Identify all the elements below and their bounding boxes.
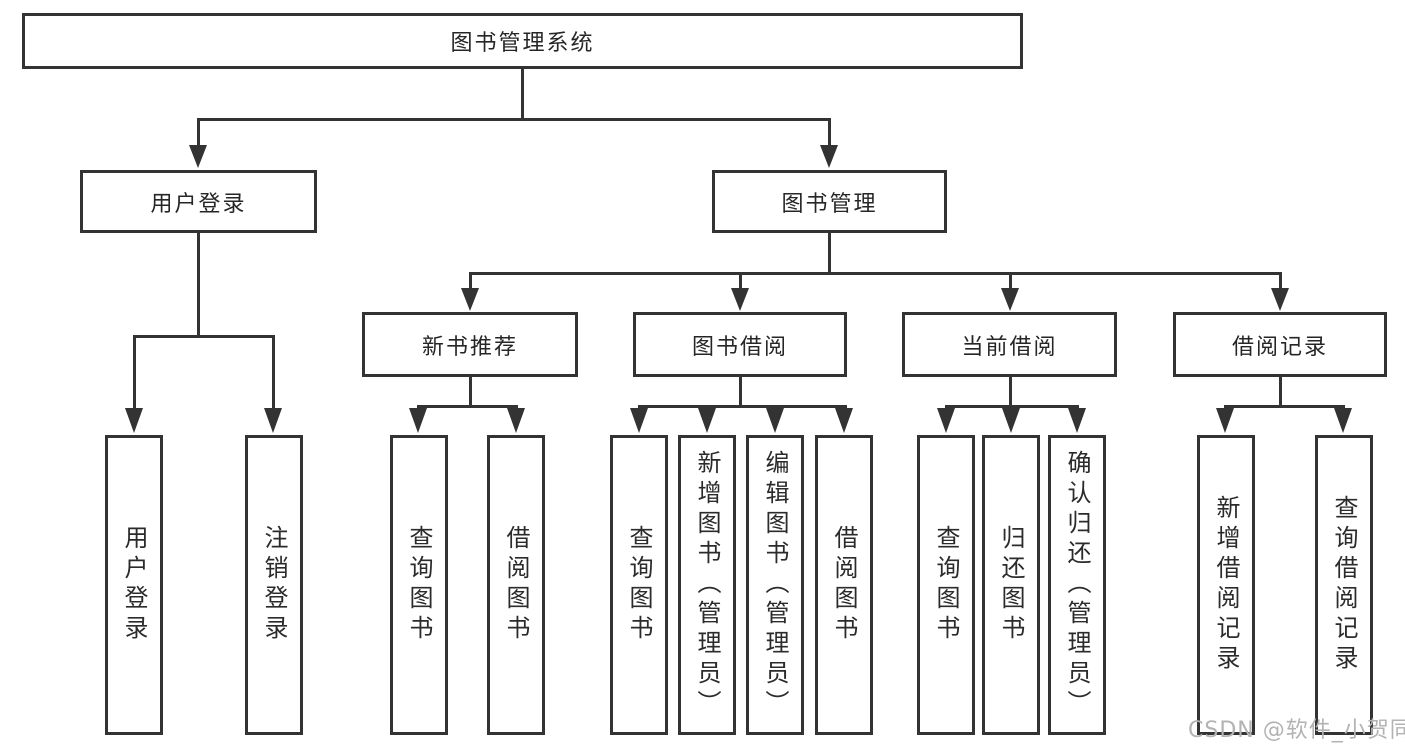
arrowhead-book-management bbox=[820, 145, 838, 168]
connector-drop-leaf-login bbox=[133, 335, 136, 410]
connector-current-borrow-bus bbox=[945, 405, 1079, 408]
arrowhead-leaf-return-book bbox=[1002, 408, 1020, 433]
node-borrowing-records-label: 借阅记录 bbox=[1231, 334, 1328, 360]
node-current-borrowing: 当前借阅 bbox=[902, 312, 1117, 377]
arrowhead-leaf-edit-book bbox=[766, 408, 784, 433]
leaf-borrow-books-recommend-label: 借阅图书 bbox=[502, 525, 530, 645]
leaf-add-books-admin-label: 新增图书（管理员） bbox=[693, 450, 721, 720]
connector-user-login-bus bbox=[133, 335, 275, 338]
leaf-borrow-books-recommend: 借阅图书 bbox=[487, 435, 545, 735]
leaf-user-login: 用户登录 bbox=[105, 435, 163, 735]
node-current-borrowing-label: 当前借阅 bbox=[961, 334, 1058, 360]
leaf-user-login-label: 用户登录 bbox=[120, 525, 148, 645]
watermark: CSDN @软件_小贺同学 bbox=[1188, 718, 1405, 743]
connector-borrow-record-stem bbox=[1279, 377, 1282, 407]
node-new-book-recommendation: 新书推荐 bbox=[362, 312, 578, 377]
arrowhead-borrow-record bbox=[1271, 288, 1289, 311]
connector-drop-borrow-record bbox=[1279, 272, 1282, 290]
leaf-edit-books-admin: 编辑图书（管理员） bbox=[746, 435, 804, 735]
leaf-confirm-return-admin: 确认归还（管理员） bbox=[1048, 435, 1106, 735]
node-new-book-recommendation-label: 新书推荐 bbox=[421, 334, 518, 360]
leaf-return-books: 归还图书 bbox=[982, 435, 1040, 735]
connector-new-book-stem bbox=[469, 377, 472, 407]
arrowhead-leaf-borrow-book bbox=[835, 408, 853, 433]
leaf-return-books-label: 归还图书 bbox=[997, 525, 1025, 645]
connector-drop-book-borrow bbox=[739, 272, 742, 290]
node-root: 图书管理系统 bbox=[22, 13, 1023, 69]
arrowhead-current-borrow bbox=[1001, 288, 1019, 311]
node-book-borrowing: 图书借阅 bbox=[633, 312, 847, 377]
leaf-query-books-current: 查询图书 bbox=[917, 435, 975, 735]
arrowhead-leaf-query-current bbox=[937, 408, 955, 433]
arrowhead-leaf-borrow-recommend bbox=[507, 408, 525, 433]
leaf-query-books-recommend-label: 查询图书 bbox=[405, 525, 433, 645]
arrowhead-user-login bbox=[189, 145, 207, 168]
leaf-logout-label: 注销登录 bbox=[260, 525, 288, 645]
connector-current-borrow-stem bbox=[1009, 377, 1012, 407]
node-book-management: 图书管理 bbox=[712, 170, 947, 233]
leaf-query-borrow-record-label: 查询借阅记录 bbox=[1330, 495, 1358, 675]
connector-user-login-stem bbox=[197, 233, 200, 337]
connector-drop-leaf-logout bbox=[272, 335, 275, 410]
arrowhead-leaf-query-borrow bbox=[630, 408, 648, 433]
leaf-query-books-current-label: 查询图书 bbox=[932, 525, 960, 645]
node-book-management-label: 图书管理 bbox=[781, 191, 878, 217]
leaf-query-books-borrow-label: 查询图书 bbox=[625, 525, 653, 645]
node-root-label: 图书管理系统 bbox=[450, 31, 595, 56]
connector-drop-user-login bbox=[197, 118, 200, 147]
connector-level3-bus bbox=[469, 272, 1282, 275]
connector-new-book-bus bbox=[417, 405, 518, 408]
connector-borrow-record-bus bbox=[1224, 405, 1345, 408]
leaf-add-borrow-record: 新增借阅记录 bbox=[1197, 435, 1255, 735]
arrowhead-leaf-add-record bbox=[1216, 408, 1234, 433]
leaf-query-books-recommend: 查询图书 bbox=[390, 435, 448, 735]
arrowhead-leaf-login bbox=[125, 408, 143, 433]
leaf-edit-books-admin-label: 编辑图书（管理员） bbox=[761, 450, 789, 720]
leaf-add-books-admin: 新增图书（管理员） bbox=[678, 435, 736, 735]
leaf-add-borrow-record-label: 新增借阅记录 bbox=[1212, 495, 1240, 675]
leaf-query-books-borrow: 查询图书 bbox=[610, 435, 668, 735]
connector-drop-book-management bbox=[828, 118, 831, 147]
leaf-logout: 注销登录 bbox=[245, 435, 303, 735]
connector-level2-bus bbox=[197, 118, 831, 121]
node-user-login-label: 用户登录 bbox=[150, 191, 247, 217]
node-borrowing-records: 借阅记录 bbox=[1173, 312, 1387, 377]
arrowhead-leaf-add-book bbox=[698, 408, 716, 433]
node-book-borrowing-label: 图书借阅 bbox=[691, 334, 788, 360]
arrowhead-leaf-logout bbox=[264, 408, 282, 433]
node-user-login: 用户登录 bbox=[80, 170, 317, 233]
arrowhead-leaf-query-recommend bbox=[409, 408, 427, 433]
leaf-query-borrow-record: 查询借阅记录 bbox=[1315, 435, 1373, 735]
connector-root-stem bbox=[521, 69, 524, 121]
arrowhead-book-borrow bbox=[731, 288, 749, 311]
arrowhead-leaf-confirm-return bbox=[1068, 408, 1086, 433]
connector-book-management-stem bbox=[828, 233, 831, 275]
leaf-borrow-books: 借阅图书 bbox=[815, 435, 873, 735]
connector-book-borrow-bus bbox=[638, 405, 847, 408]
connector-drop-current-borrow bbox=[1009, 272, 1012, 290]
leaf-borrow-books-label: 借阅图书 bbox=[830, 525, 858, 645]
connector-book-borrow-stem bbox=[739, 377, 742, 407]
leaf-confirm-return-admin-label: 确认归还（管理员） bbox=[1063, 450, 1091, 720]
arrowhead-leaf-query-record bbox=[1334, 408, 1352, 433]
arrowhead-new-book bbox=[461, 288, 479, 311]
connector-drop-new-book bbox=[469, 272, 472, 290]
